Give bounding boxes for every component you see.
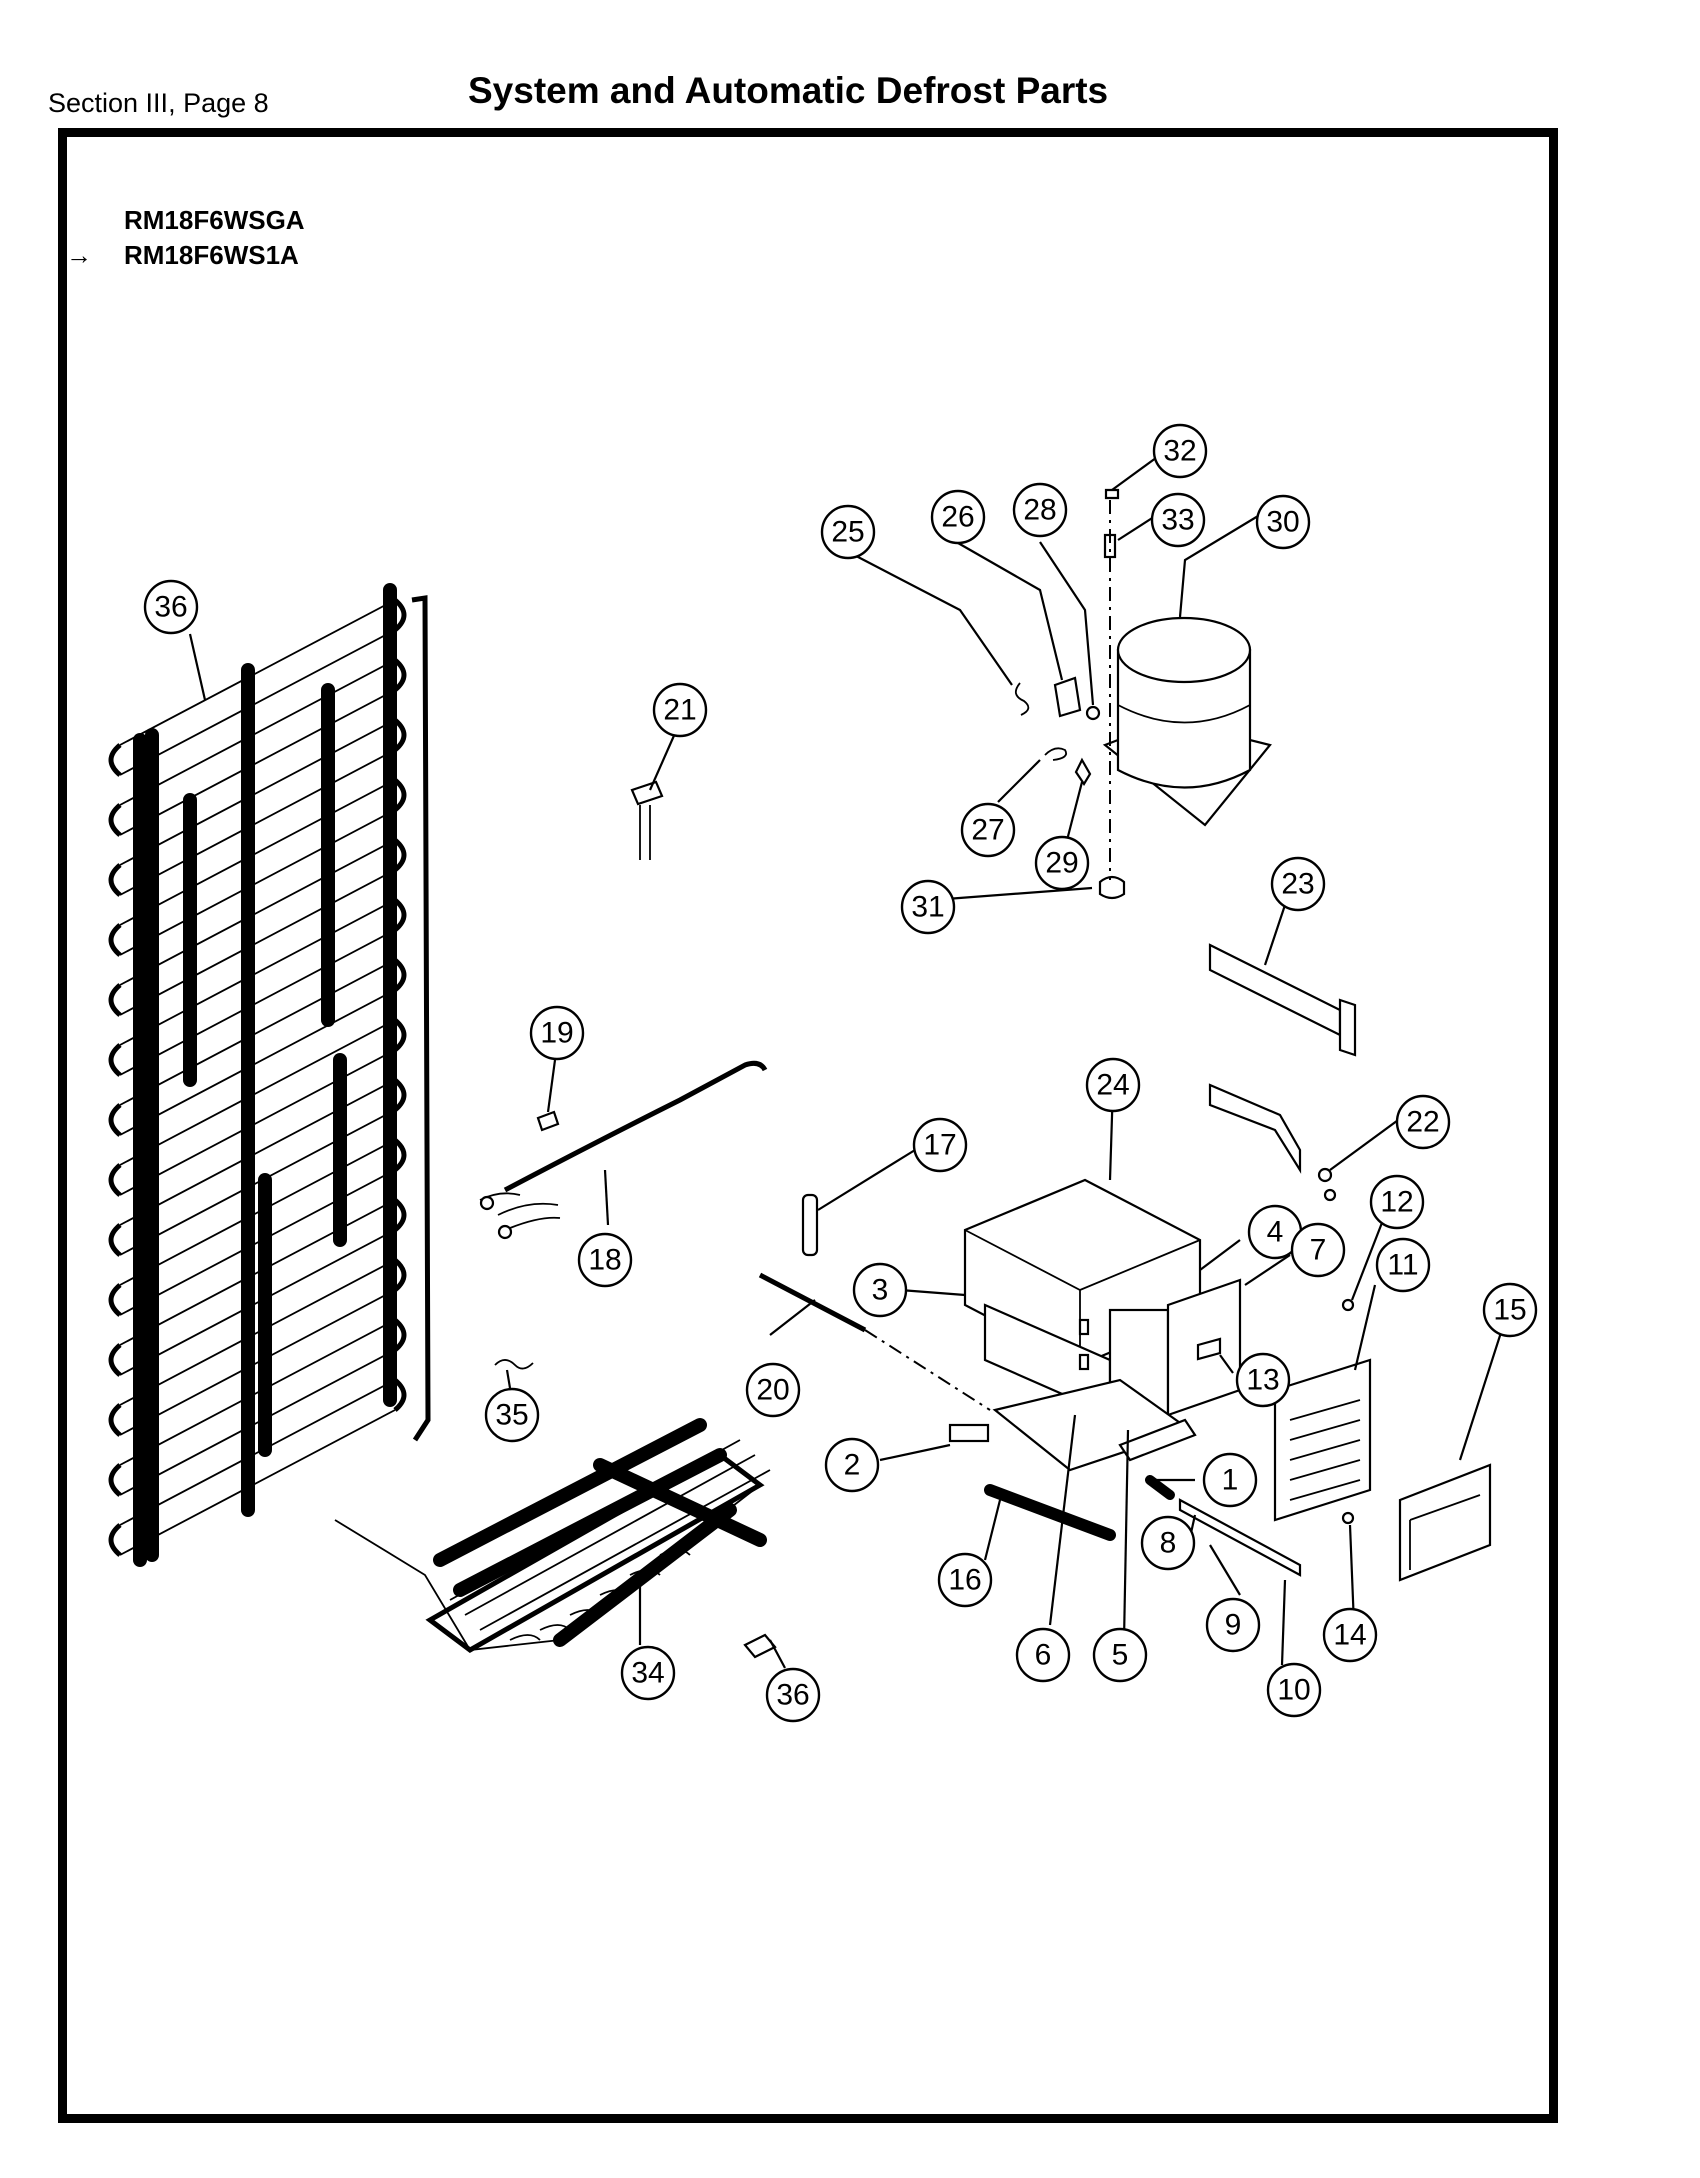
clip — [494, 1359, 534, 1370]
page-title: System and Automatic Defrost Parts — [468, 70, 1109, 111]
model-arrow-icon: → — [66, 240, 92, 270]
svg-text:23: 23 — [1281, 868, 1314, 901]
svg-text:3: 3 — [872, 1274, 889, 1307]
callout-1: 1 — [1202, 1452, 1258, 1508]
callout-18: 18 — [577, 1232, 633, 1288]
svg-text:2: 2 — [844, 1449, 861, 1482]
bracket — [1208, 943, 1357, 1057]
svg-text:12: 12 — [1380, 1186, 1413, 1219]
callout-35: 35 — [484, 1387, 540, 1443]
callout-9: 9 — [1205, 1597, 1261, 1653]
svg-text:16: 16 — [948, 1564, 981, 1597]
svg-text:11: 11 — [1387, 1249, 1418, 1282]
callout-11: 11 — [1375, 1237, 1431, 1293]
heat-exchanger — [1208, 1083, 1337, 1202]
model-list: RM18F6WSGA RM18F6WS1A → — [66, 203, 305, 273]
svg-text:36: 36 — [776, 1679, 809, 1712]
svg-text:5: 5 — [1112, 1639, 1129, 1672]
diagram-frame — [58, 128, 1558, 2123]
svg-text:15: 15 — [1493, 1294, 1526, 1327]
callout-20: 20 — [745, 1362, 801, 1418]
callout-25: 25 — [820, 504, 876, 560]
svg-text:24: 24 — [1096, 1069, 1129, 1102]
callout-21: 21 — [652, 682, 708, 738]
callout-22: 22 — [1395, 1094, 1451, 1150]
wire-harness — [479, 1060, 768, 1240]
callout-4: 4 — [1247, 1204, 1303, 1260]
callout-15: 15 — [1482, 1282, 1538, 1338]
svg-text:34: 34 — [631, 1657, 664, 1690]
svg-text:35: 35 — [495, 1399, 528, 1432]
svg-text:1: 1 — [1222, 1464, 1239, 1497]
evaporator — [334, 1418, 771, 1653]
svg-text:22: 22 — [1406, 1106, 1439, 1139]
svg-text:30: 30 — [1266, 506, 1299, 539]
callout-32: 32 — [1152, 423, 1208, 479]
overload-part — [630, 780, 664, 860]
svg-text:7: 7 — [1310, 1234, 1327, 1267]
svg-text:17: 17 — [923, 1129, 956, 1162]
callout-17: 17 — [912, 1117, 968, 1173]
svg-text:36: 36 — [154, 591, 187, 624]
svg-text:9: 9 — [1225, 1609, 1242, 1642]
svg-text:13: 13 — [1246, 1364, 1279, 1397]
svg-text:19: 19 — [540, 1017, 573, 1050]
callout-6: 6 — [1015, 1627, 1071, 1683]
condenser-coil — [108, 583, 431, 1567]
callout-2: 2 — [824, 1437, 880, 1493]
callout-27: 27 — [960, 802, 1016, 858]
callout-33: 33 — [1150, 492, 1206, 548]
model-number: RM18F6WSGA — [124, 205, 305, 235]
callout-26: 26 — [930, 489, 986, 545]
callout-16: 16 — [937, 1552, 993, 1608]
callout-29: 29 — [1034, 835, 1090, 891]
callout-7: 7 — [1290, 1222, 1346, 1278]
svg-text:18: 18 — [588, 1244, 621, 1277]
leader-lines — [188, 454, 1507, 1669]
section-label: Section III, Page 8 — [48, 88, 269, 118]
kick-plate — [1398, 1463, 1492, 1582]
callout-14: 14 — [1322, 1607, 1378, 1663]
callout-36-bracket: 36 — [765, 1667, 821, 1723]
svg-text:14: 14 — [1333, 1619, 1366, 1652]
callout-3: 3 — [852, 1262, 908, 1318]
model-number-current: RM18F6WS1A — [124, 240, 299, 270]
defrost-housing — [864, 1178, 1302, 1577]
callout-8: 8 — [1140, 1515, 1196, 1571]
svg-text:10: 10 — [1277, 1674, 1310, 1707]
svg-text:6: 6 — [1035, 1639, 1052, 1672]
svg-text:20: 20 — [756, 1374, 789, 1407]
svg-text:31: 31 — [911, 891, 944, 924]
callout-23: 23 — [1270, 856, 1326, 912]
callout-13: 13 — [1235, 1352, 1291, 1408]
callout-12: 12 — [1369, 1174, 1425, 1230]
svg-text:25: 25 — [831, 516, 864, 549]
callout-5: 5 — [1092, 1627, 1148, 1683]
svg-text:27: 27 — [971, 814, 1004, 847]
svg-text:4: 4 — [1267, 1216, 1284, 1249]
svg-text:26: 26 — [941, 501, 974, 534]
callout-30: 30 — [1255, 494, 1311, 550]
svg-text:8: 8 — [1160, 1527, 1177, 1560]
grille — [1273, 1298, 1372, 1525]
callout-19: 19 — [529, 1005, 585, 1061]
svg-text:29: 29 — [1045, 847, 1078, 880]
svg-text:28: 28 — [1023, 494, 1056, 527]
compressor-small-parts — [1014, 488, 1126, 900]
svg-text:21: 21 — [663, 694, 696, 727]
svg-text:33: 33 — [1161, 504, 1194, 537]
callout-36-condenser: 36 — [143, 579, 199, 635]
callout-28: 28 — [1012, 482, 1068, 538]
compressor — [1102, 616, 1272, 827]
callout-31: 31 — [900, 879, 956, 935]
bracket-small — [743, 1633, 777, 1659]
callout-34: 34 — [620, 1645, 676, 1701]
callout-24: 24 — [1085, 1057, 1141, 1113]
callout-10: 10 — [1266, 1662, 1322, 1718]
drier — [758, 1193, 867, 1333]
svg-text:32: 32 — [1163, 435, 1196, 468]
